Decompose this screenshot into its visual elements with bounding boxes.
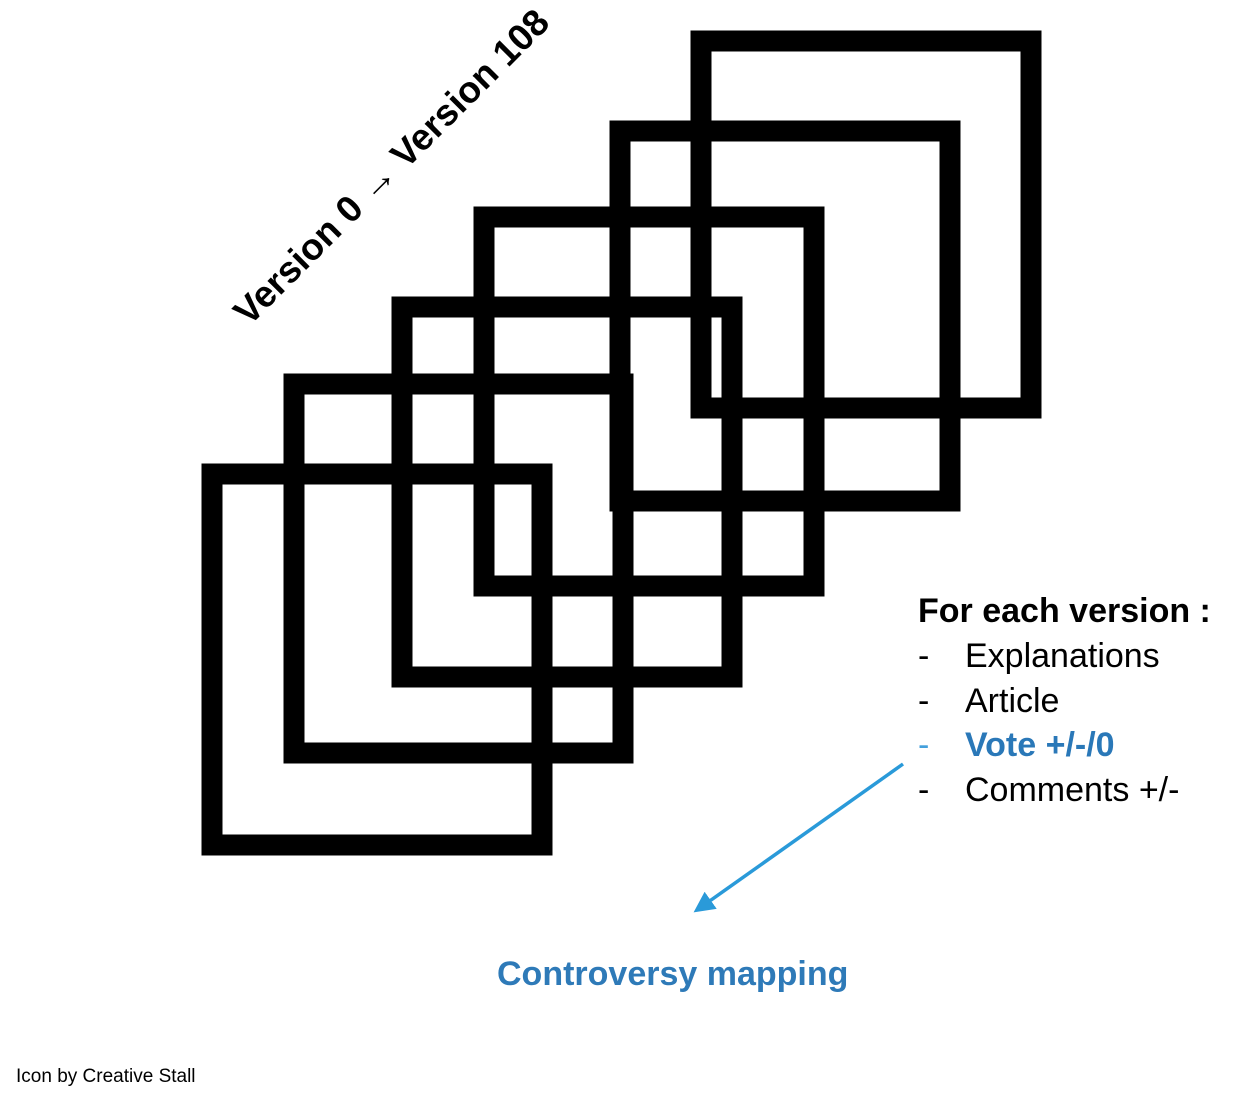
controversy-mapping-label: Controversy mapping: [497, 955, 849, 993]
list-item-explanations: -Explanations: [918, 636, 1179, 681]
version-square-4: [473, 206, 825, 597]
list-item-comments: -Comments +/-: [918, 770, 1179, 815]
list-dash: -: [918, 771, 930, 810]
arrow-icon: [693, 762, 905, 913]
version-square-1: [201, 463, 553, 856]
list-item-article: -Article: [918, 681, 1179, 726]
per-version-list: -Explanations -Article -Vote +/-/0 -Comm…: [918, 636, 1179, 815]
list-item-text: Explanations: [965, 637, 1160, 675]
version-square-2: [283, 373, 634, 764]
list-item-text: Article: [965, 681, 1060, 720]
version-square-3: [391, 296, 743, 688]
list-item-text: Comments +/-: [965, 771, 1180, 810]
list-dash: -: [918, 681, 930, 720]
per-version-heading: For each version :: [918, 592, 1211, 630]
icon-credit: Icon by Creative Stall: [16, 1066, 196, 1087]
version-range-label: Version 0 → Version 108: [226, 1, 557, 332]
stacked-squares-icon: [201, 30, 1042, 856]
list-item-vote: -Vote +/-/0: [918, 725, 1179, 770]
list-dash: -: [918, 637, 930, 675]
list-dash: -: [918, 726, 930, 765]
list-item-text: Vote +/-/0: [965, 726, 1115, 765]
